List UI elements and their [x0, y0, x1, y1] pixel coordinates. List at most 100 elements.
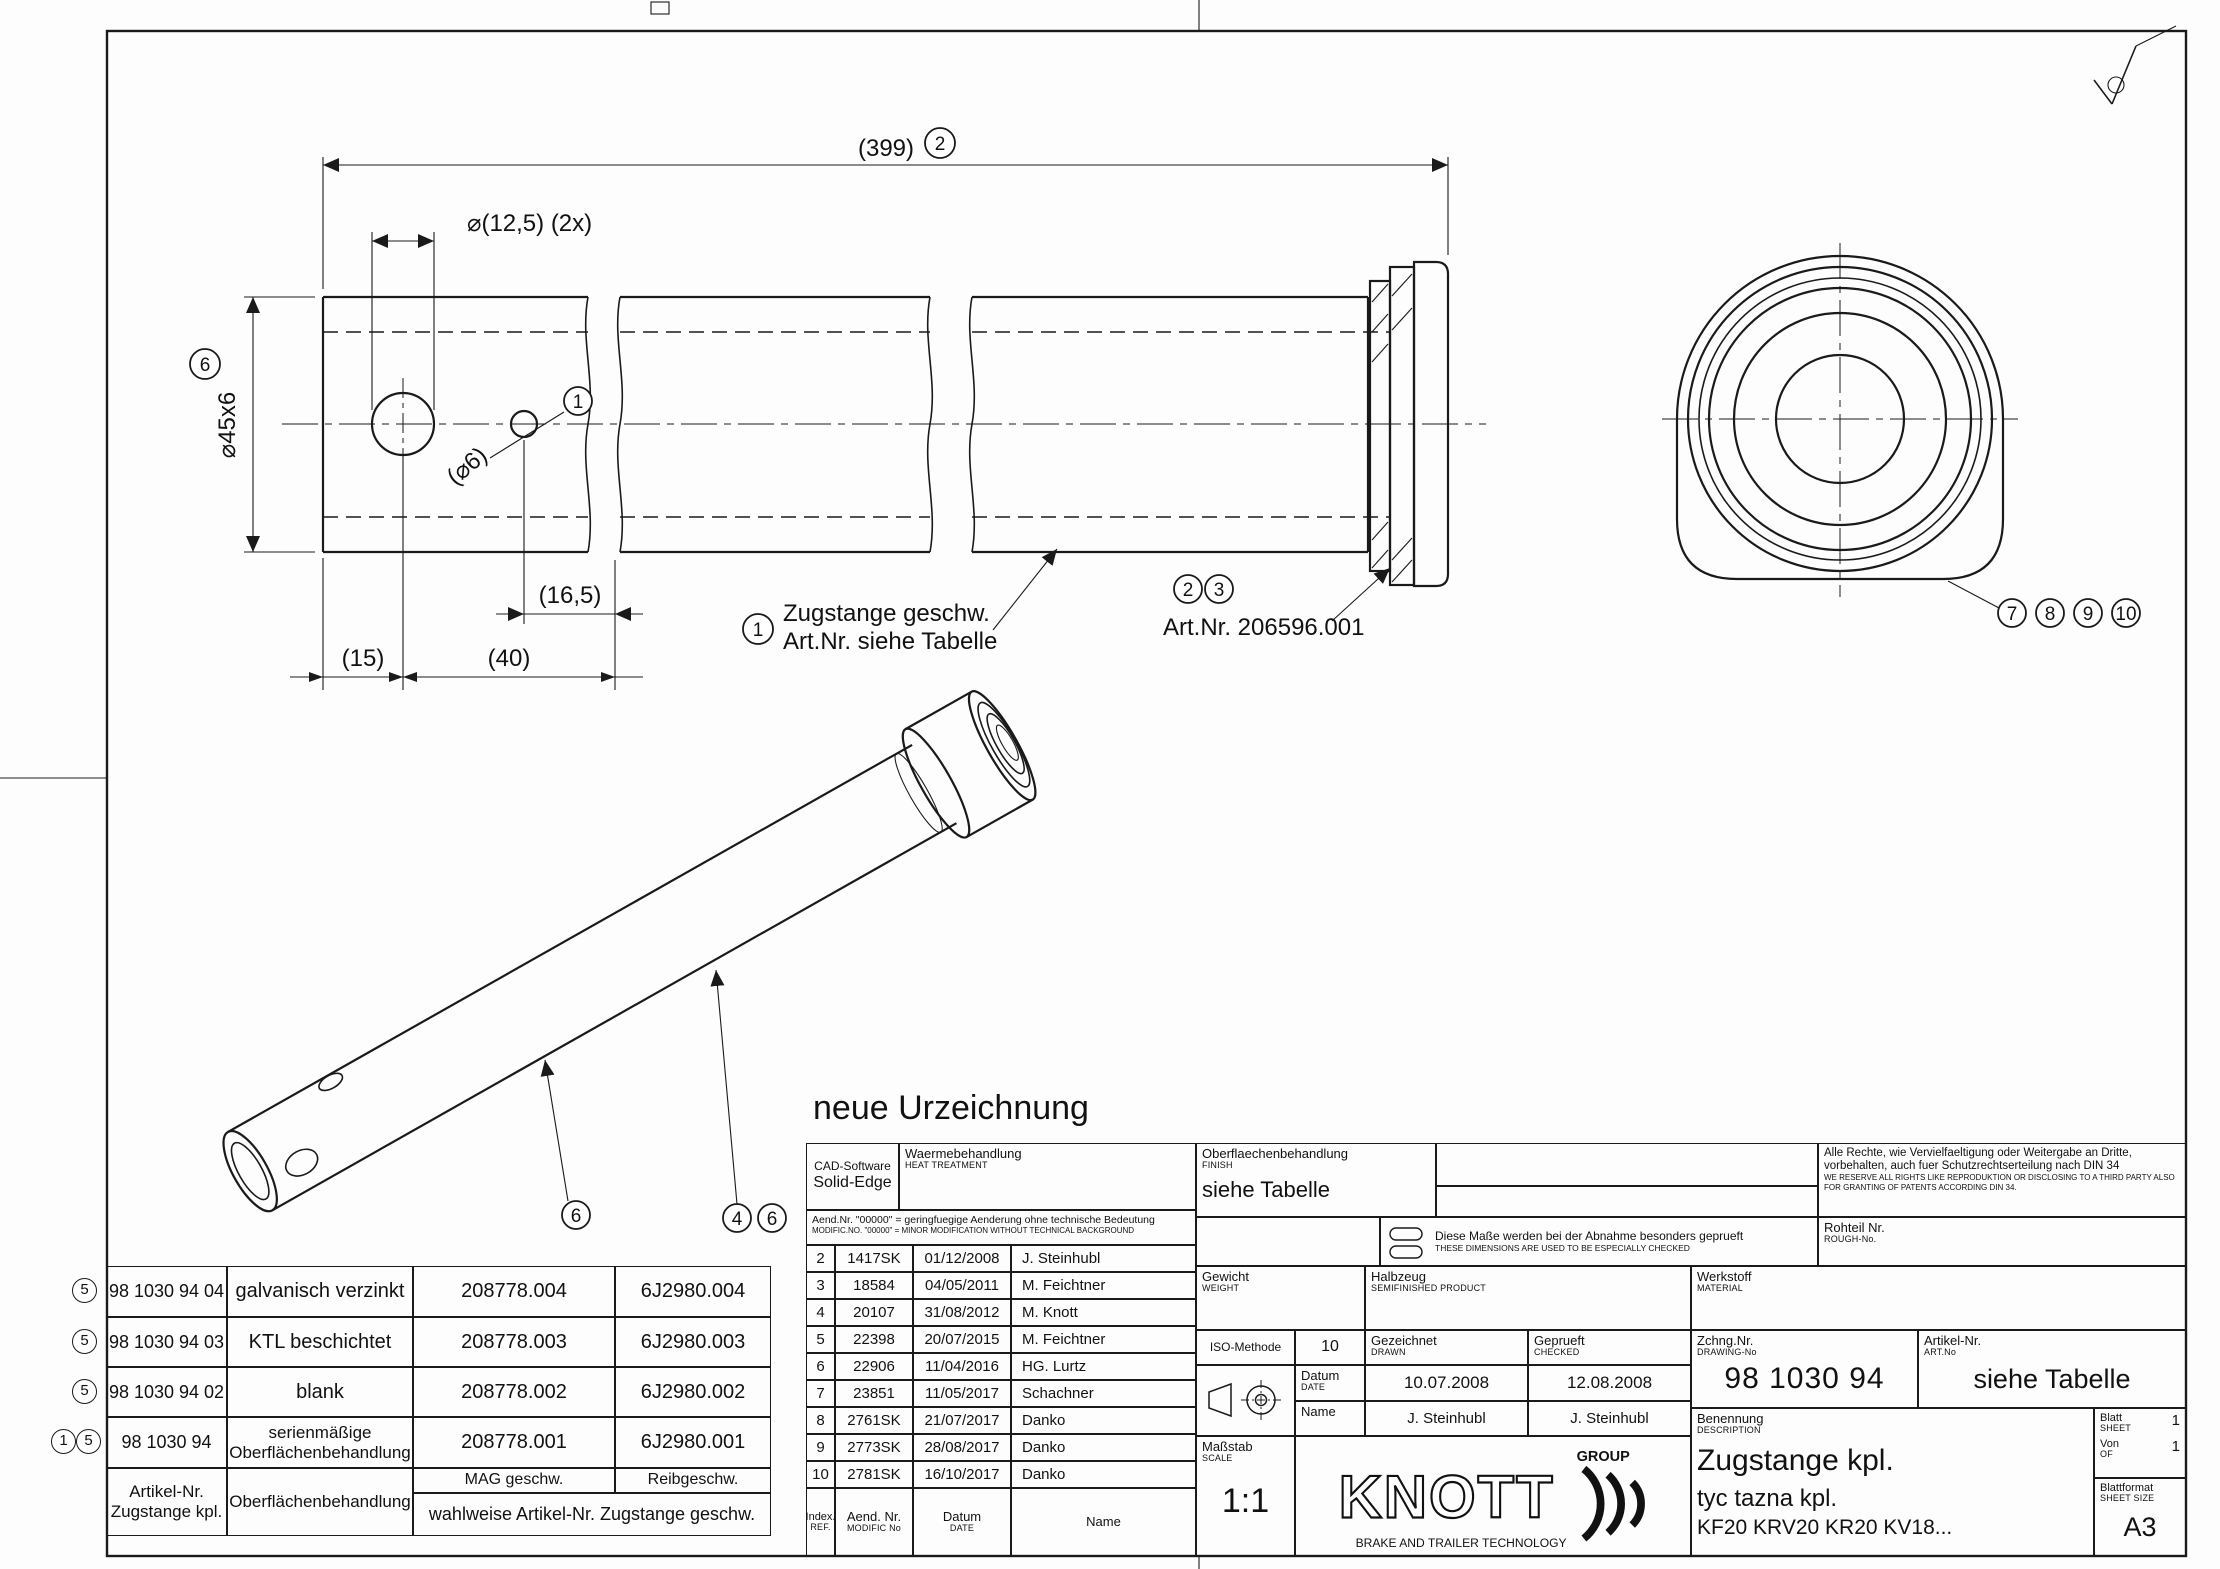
- new-drawing-note: neue Urzeichnung: [813, 1089, 1089, 1127]
- rev-col-index-de: Index.: [805, 1511, 836, 1523]
- drawn-date: 10.07.2008: [1365, 1365, 1528, 1401]
- balloon-1-hole: 1: [573, 392, 584, 413]
- parts-frict-0: 6J2980.004: [615, 1266, 771, 1317]
- rev-4-index: 6: [806, 1353, 835, 1380]
- drawing-number-value: 98 1030 94: [1724, 1362, 1885, 1396]
- part-title: Zugstange kpl.: [1697, 1444, 1894, 1478]
- sheet-value: 1: [2171, 1412, 2180, 1429]
- parts-header-artikel-line1: Artikel-Nr.: [129, 1482, 204, 1502]
- dim-12-5-label: ⌀(12,5) (2x): [467, 210, 592, 237]
- description-box: Benennung DESCRIPTION Zugstange kpl. tyc…: [1691, 1408, 2094, 1556]
- balloon-5-row2: 5: [72, 1379, 97, 1404]
- logo-arc-3: [1629, 1479, 1645, 1528]
- rev-1-name: M. Feichtner: [1011, 1272, 1196, 1299]
- parts-header-finish: Oberflächenbehandlung: [227, 1468, 413, 1536]
- material-box: Werkstoff MATERIAL: [1691, 1266, 2186, 1330]
- parts-footer-note: wahlweise Artikel-Nr. Zugstange geschw.: [413, 1493, 771, 1536]
- revision-note-en: MODIFIC.NO. "00000" = MINOR MODIFICATION…: [812, 1226, 1135, 1236]
- projection-symbol-icon: [1208, 1380, 1281, 1420]
- drawn-en: DRAWN: [1371, 1347, 1406, 1358]
- cad-software-label: CAD-Software: [814, 1159, 891, 1174]
- parts-weld-3: 208778.001: [413, 1417, 615, 1468]
- finish-value: siehe Tabelle: [1202, 1177, 1331, 1203]
- weld-note: 1 Zugstange geschw. Art.Nr. siehe Tabell…: [742, 548, 1058, 655]
- heat-treatment-box: Waermebehandlung HEAT TREATMENT: [899, 1143, 1196, 1210]
- logo-arc-1: [1581, 1465, 1605, 1542]
- name-de: Name: [1301, 1404, 1336, 1419]
- rev-4-no: 22906: [835, 1353, 913, 1380]
- rev-6-date: 21/07/2017: [913, 1407, 1011, 1434]
- rev-col-no-en: MODIFIC No: [846, 1523, 901, 1534]
- parts-art-1: 98 1030 94 03: [106, 1317, 227, 1367]
- rev-col-date-en: DATE: [949, 1523, 975, 1534]
- balloon-4-iso: 4: [732, 1209, 743, 1230]
- description-de: Benennung: [1697, 1411, 1764, 1426]
- checked-de: Geprueft: [1534, 1333, 1585, 1348]
- balloon-1-row3: 1: [51, 1429, 76, 1454]
- balloon-5-row3: 5: [76, 1429, 101, 1454]
- drawn-name: J. Steinhubl: [1365, 1401, 1528, 1436]
- rights-de: Alle Rechte, wie Vervielfaeltigung oder …: [1824, 1147, 2132, 1173]
- empty-box-1: [1436, 1143, 1818, 1186]
- of-de: Von: [2100, 1437, 2119, 1450]
- rev-6-no: 2761SK: [835, 1407, 913, 1434]
- iso-hole-near: [284, 1148, 319, 1177]
- weight-box: Gewicht WEIGHT: [1196, 1266, 1365, 1330]
- cad-software-box: CAD-Software Solid-Edge: [806, 1143, 899, 1210]
- iso-method-box: ISO-Methode: [1196, 1330, 1295, 1365]
- weld-note-line2: Art.Nr. siehe Tabelle: [783, 628, 997, 655]
- description-en: DESCRIPTION: [1697, 1425, 1761, 1436]
- check-dimension-icon: [1389, 1226, 1423, 1259]
- finish-box: Oberflaechenbehandlung FINISH siehe Tabe…: [1196, 1143, 1436, 1217]
- dim-16-5: (16,5): [496, 440, 643, 624]
- knott-logo: KNOTT GROUP BRAKE AND TRAILER TECHNOLOGY: [1338, 1449, 1645, 1550]
- parts-finish-1: KTL beschichtet: [227, 1317, 413, 1367]
- drawing-number-de: Zchng.Nr.: [1697, 1333, 1754, 1348]
- balloon-10: 10: [2115, 604, 2136, 625]
- rev-col-name-label: Name: [1086, 1513, 1121, 1529]
- heat-treatment-de: Waermebehandlung: [905, 1146, 1022, 1161]
- rev-2-name: M. Knott: [1011, 1299, 1196, 1326]
- brand-name: KNOTT: [1339, 1463, 1555, 1530]
- empty-box-2: [1436, 1186, 1818, 1217]
- flange-art-label: Art.Nr. 206596.001: [1163, 614, 1364, 641]
- rev-2-date: 31/08/2012: [913, 1299, 1011, 1326]
- rev-3-index: 5: [806, 1326, 835, 1353]
- surface-finish-icon: [2093, 25, 2177, 105]
- iso-view: 6 4 6: [222, 690, 1037, 1233]
- drawing-number-en: DRAWING-No: [1697, 1347, 1757, 1358]
- checked-date: 12.08.2008: [1528, 1365, 1691, 1401]
- article-number-value: siehe Tabelle: [1973, 1364, 2131, 1395]
- parts-weld-2: 208778.002: [413, 1367, 615, 1417]
- article-number-box: Artikel-Nr. ART.No siehe Tabelle: [1918, 1330, 2186, 1408]
- parts-frict-1: 6J2980.003: [615, 1317, 771, 1367]
- check-en: THESE DIMENSIONS ARE USED TO BE ESPECIAL…: [1435, 1242, 1690, 1253]
- rev-8-date: 16/10/2017: [913, 1461, 1011, 1488]
- weight-de: Gewicht: [1202, 1269, 1249, 1284]
- rev-8-no: 2781SK: [835, 1461, 913, 1488]
- dim-15-label: (15): [342, 645, 385, 672]
- brand-logo-box: KNOTT GROUP BRAKE AND TRAILER TECHNOLOGY: [1295, 1436, 1691, 1556]
- scale-en: SCALE: [1202, 1453, 1233, 1464]
- rev-col-date-de: Datum: [942, 1508, 982, 1524]
- semifinished-en: SEMIFINISHED PRODUCT: [1371, 1283, 1487, 1294]
- balloon-1-note: 1: [753, 620, 764, 641]
- rev-col-no-de: Aend. Nr.: [846, 1508, 902, 1524]
- drawing-number-box: Zchng.Nr. DRAWING-No 98 1030 94: [1691, 1330, 1918, 1408]
- empty-strip: [1196, 1217, 1380, 1266]
- brand-subtitle: BRAKE AND TRAILER TECHNOLOGY: [1356, 1536, 1567, 1550]
- balloon-2-note: 2: [1183, 580, 1194, 601]
- sheet-size-box: Blattformat SHEET SIZE A3: [2094, 1478, 2186, 1556]
- semifinished-box: Halbzeug SEMIFINISHED PRODUCT: [1365, 1266, 1691, 1330]
- balloon-5-row1: 5: [72, 1329, 97, 1354]
- checked-name: J. Steinhubl: [1528, 1401, 1691, 1436]
- balloon-6-iso2: 6: [767, 1209, 778, 1230]
- drawn-de: Gezeichnet: [1371, 1333, 1437, 1348]
- sheet-de: Blatt: [2100, 1412, 2123, 1424]
- parts-header-artikel-line2: Zugstange kpl.: [110, 1502, 223, 1521]
- rev-3-name: M. Feichtner: [1011, 1326, 1196, 1353]
- logo-arc-2: [1605, 1471, 1625, 1536]
